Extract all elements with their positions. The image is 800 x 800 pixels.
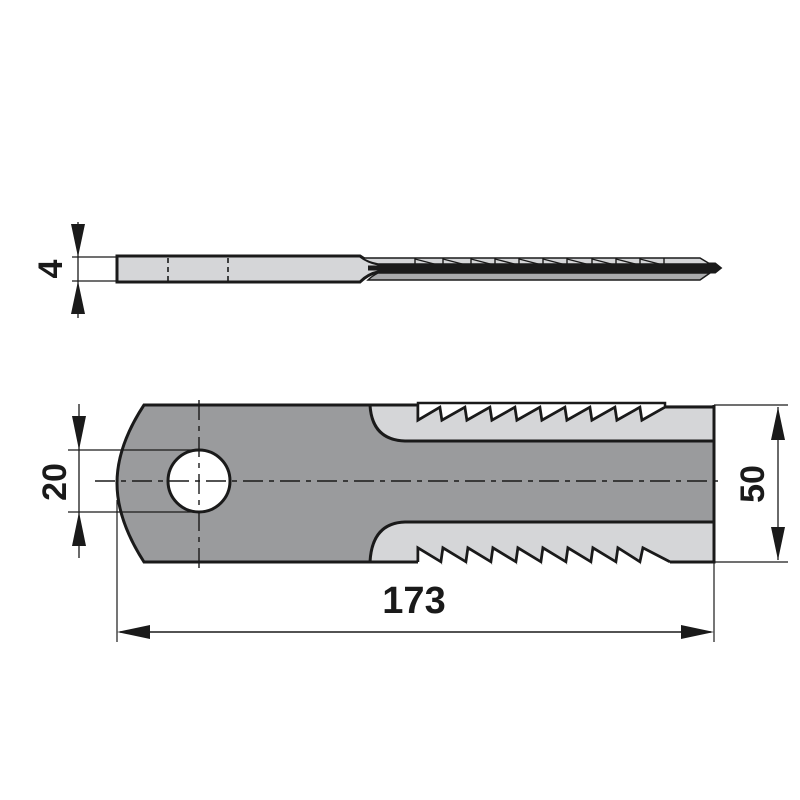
length-dimension: 173 (116, 500, 715, 642)
top-view: 20 50 173 (36, 400, 788, 642)
side-view: 4 (32, 222, 723, 318)
side-view-lower-bevel (366, 272, 713, 281)
side-view-upper-bevel (359, 257, 713, 265)
width-label: 50 (734, 465, 772, 503)
thickness-label: 4 (32, 259, 70, 278)
width-dimension: 50 (714, 404, 788, 563)
hole-diameter-label: 20 (36, 463, 74, 501)
knife-body (117, 405, 714, 562)
hole-diameter-dimension: 20 (36, 404, 199, 558)
length-label: 173 (382, 580, 445, 622)
side-view-serrations (414, 258, 665, 266)
thickness-dimension: 4 (32, 222, 117, 318)
